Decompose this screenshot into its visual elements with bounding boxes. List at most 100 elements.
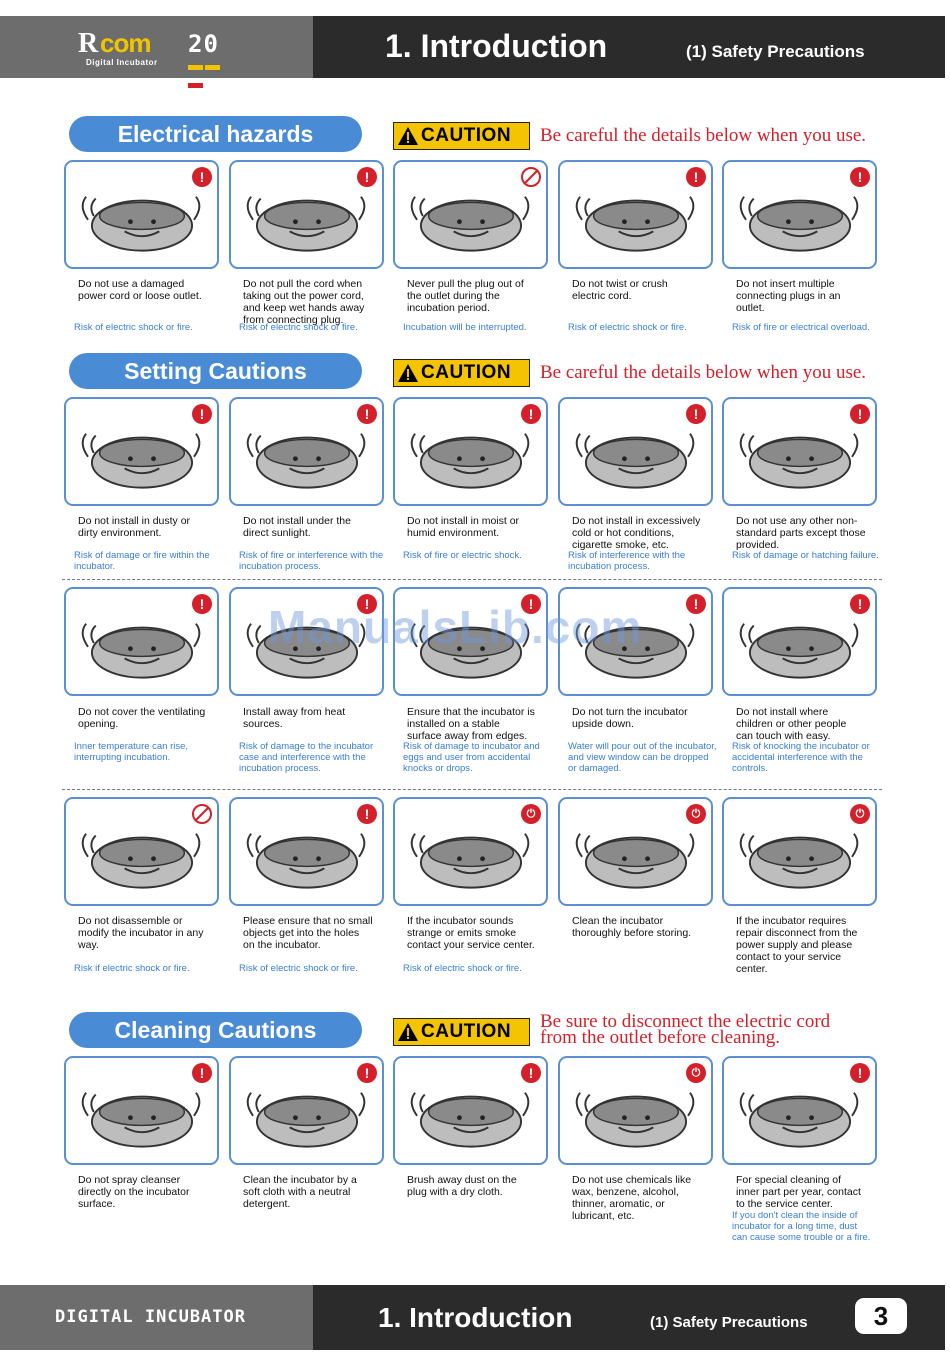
logo-com: com — [100, 28, 151, 58]
safety-card: ! — [229, 797, 384, 906]
safety-card: ! — [558, 397, 713, 506]
incubator-illustration-icon — [575, 196, 695, 252]
safety-card: ⏻ — [722, 797, 877, 906]
safety-card: ! — [722, 397, 877, 506]
incubator-illustration-icon — [575, 833, 695, 889]
incubator-illustration-icon — [246, 1092, 366, 1148]
caution-note: Be careful the details below when you us… — [540, 125, 867, 146]
incubator-illustration-icon — [246, 833, 366, 889]
incubator-illustration-icon — [739, 1092, 859, 1148]
safety-card: ! — [64, 1056, 219, 1165]
safety-card: ⏻ — [558, 797, 713, 906]
incubator-illustration-icon — [575, 433, 695, 489]
incubator-illustration-icon — [575, 623, 695, 679]
caution-note-line2: from the outlet before cleaning. — [540, 1027, 781, 1048]
safety-card: ! — [558, 587, 713, 696]
section-title-cleaning: Cleaning Cautions — [69, 1012, 362, 1048]
warning-icon: ! — [686, 594, 706, 614]
warning-icon: ! — [192, 1063, 212, 1083]
warning-icon: ! — [357, 1063, 377, 1083]
safety-card: ! — [722, 587, 877, 696]
prohibited-icon — [192, 804, 212, 824]
logo-number: 20 — [188, 30, 219, 58]
safety-card: ! — [722, 1056, 877, 1165]
incubator-illustration-icon — [739, 623, 859, 679]
page-title: 1. Introduction — [385, 28, 608, 64]
incubator-illustration-icon — [81, 1092, 201, 1148]
incubator-illustration-icon — [739, 833, 859, 889]
card-description: Brush away dust on the plug with a dry c… — [407, 1174, 517, 1198]
card-description: Clean the incubator thoroughly before st… — [572, 915, 692, 939]
header-right-panel — [313, 16, 945, 78]
section-title-electrical: Electrical hazards — [69, 116, 362, 152]
safety-card: ⏻ — [393, 797, 548, 906]
warning-icon: ! — [357, 594, 377, 614]
footer-subtitle: (1) Safety Precautions — [650, 1314, 808, 1331]
card-risk: Incubation will be interrupted. — [403, 322, 527, 333]
incubator-illustration-icon — [410, 433, 530, 489]
warning-icon: ! — [357, 404, 377, 424]
prohibited-icon — [521, 167, 541, 187]
incubator-illustration-icon — [410, 833, 530, 889]
incubator-illustration-icon — [246, 196, 366, 252]
card-risk: Risk of electric shock or fire. — [403, 963, 522, 974]
warning-icon: ! — [521, 1063, 541, 1083]
incubator-illustration-icon — [246, 623, 366, 679]
card-description: Do not insert multiple connecting plugs … — [736, 278, 841, 314]
card-description: Clean the incubator by a soft cloth with… — [243, 1174, 357, 1210]
card-description: Do not install under the direct sunlight… — [243, 515, 351, 539]
card-risk: Risk of damage or fire within the incuba… — [74, 550, 210, 572]
safety-card: ! — [229, 160, 384, 269]
row-divider — [62, 789, 882, 790]
card-risk: Risk of knocking the incubator or accide… — [732, 741, 870, 774]
watermark: ManualsLib.com — [268, 601, 643, 653]
logo-r: R — [78, 28, 99, 59]
incubator-illustration-icon — [246, 433, 366, 489]
card-risk: Risk of damage to the incubator case and… — [239, 741, 374, 774]
incubator-illustration-icon — [81, 433, 201, 489]
caution-label: CAUTION — [393, 359, 530, 387]
safety-card: ! — [393, 397, 548, 506]
card-description: Do not use a damaged power cord or loose… — [78, 278, 202, 302]
safety-card: ! — [229, 397, 384, 506]
card-description: If the incubator requires repair disconn… — [736, 915, 858, 975]
safety-card: ! — [229, 587, 384, 696]
card-description: Do not install in dusty or dirty environ… — [78, 515, 191, 539]
warning-icon: ! — [850, 1063, 870, 1083]
card-description: Do not cover the ventilating opening. — [78, 706, 206, 730]
footer-right-panel — [313, 1285, 945, 1350]
card-risk: Risk of damage or hatching failure. — [732, 550, 879, 561]
card-risk: Inner temperature can rise, interrupting… — [74, 741, 189, 763]
caution-note: Be careful the details below when you us… — [540, 363, 866, 382]
card-description: Do not pull the cord when taking out the… — [243, 278, 365, 326]
caution-note-line1: Be careful the details below when you us… — [540, 125, 867, 146]
card-risk: Risk of damage to incubator and eggs and… — [403, 741, 540, 774]
incubator-illustration-icon — [410, 1092, 530, 1148]
warning-icon: ! — [192, 167, 212, 187]
incubator-illustration-icon — [81, 196, 201, 252]
safety-card — [393, 160, 548, 269]
safety-card: ! — [393, 587, 548, 696]
page-header: R com 20 Digital Incubator 1. Introducti… — [0, 16, 945, 88]
footer-title: 1. Introduction — [378, 1302, 573, 1333]
warning-icon: ! — [357, 167, 377, 187]
caution-word: CAUTION — [421, 362, 512, 383]
unplug-icon: ⏻ — [686, 1063, 706, 1083]
unplug-icon: ⏻ — [686, 804, 706, 824]
row-divider — [62, 579, 882, 580]
caution-note-line1: Be sure to disconnect the electric cord — [540, 1011, 831, 1032]
card-risk: Risk of fire or electric shock. — [403, 550, 522, 561]
card-description: Do not install in excessively cold or ho… — [572, 515, 701, 551]
warning-icon: ! — [192, 404, 212, 424]
card-description: Do not spray cleanser directly on the in… — [78, 1174, 190, 1210]
unplug-icon: ⏻ — [521, 804, 541, 824]
warning-icon: ! — [521, 594, 541, 614]
warning-icon: ! — [357, 804, 377, 824]
incubator-illustration-icon — [410, 623, 530, 679]
card-risk: Water will pour out of the incubator, an… — [568, 741, 717, 774]
incubator-illustration-icon — [739, 196, 859, 252]
card-description: Do not disassemble or modify the incubat… — [78, 915, 204, 951]
card-description: Do not use any other non-standard parts … — [736, 515, 866, 551]
safety-card: ! — [64, 397, 219, 506]
warning-icon: ! — [850, 594, 870, 614]
